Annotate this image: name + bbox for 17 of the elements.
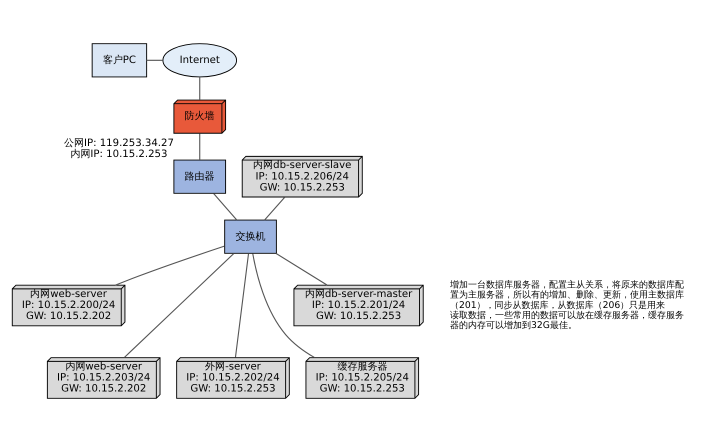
connector	[276, 252, 328, 285]
connector	[146, 59, 163, 60]
connector	[252, 252, 315, 358]
connector	[264, 196, 286, 220]
connector	[199, 76, 200, 100]
connector	[124, 252, 234, 358]
connector	[234, 252, 250, 358]
connector	[115, 245, 225, 286]
connector	[213, 192, 238, 220]
node-label: 公网IP: 119.253.34.27	[64, 138, 174, 149]
label: 增加一台数据库服务器，配置主从关系，将原来的数据库配置为主服务器，所以有的增加、删除、更新，使用主数据库（201），同步从数据库，从数据库（206）只是用来读取数据，一些常用的数据可以放在缓存服务器，缓存服务器的内存可以增加到32G最佳。	[450, 278, 684, 331]
node-box: 路由器	[173, 159, 226, 194]
node-label: 内网IP: 10.15.2.253	[70, 148, 168, 160]
node-ellipse: Internet	[162, 42, 238, 77]
connector	[199, 132, 200, 160]
node-box: 客户PC	[92, 42, 148, 77]
node-box: 交换机	[224, 219, 277, 254]
